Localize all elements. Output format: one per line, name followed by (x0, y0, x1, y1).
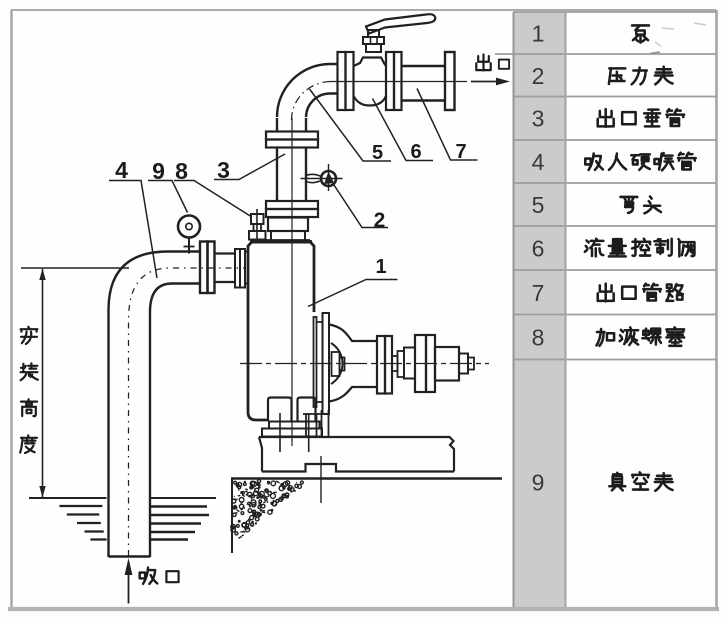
svg-text:1: 1 (375, 256, 386, 278)
svg-text:6: 6 (532, 236, 545, 262)
svg-text:9: 9 (152, 158, 165, 184)
svg-text:7: 7 (532, 280, 545, 306)
svg-text:6: 6 (410, 141, 421, 163)
svg-text:3: 3 (532, 106, 545, 132)
svg-text:1: 1 (532, 21, 545, 47)
svg-text:2: 2 (532, 63, 545, 89)
svg-text:4: 4 (115, 157, 128, 183)
svg-text:5: 5 (372, 142, 383, 164)
svg-text:5: 5 (532, 192, 545, 218)
svg-text:3: 3 (217, 157, 230, 183)
svg-text:8: 8 (175, 158, 188, 184)
svg-text:8: 8 (532, 325, 545, 351)
svg-text:2: 2 (374, 209, 386, 232)
svg-text:7: 7 (455, 141, 466, 163)
svg-text:4: 4 (532, 149, 545, 175)
svg-text:9: 9 (532, 470, 545, 496)
